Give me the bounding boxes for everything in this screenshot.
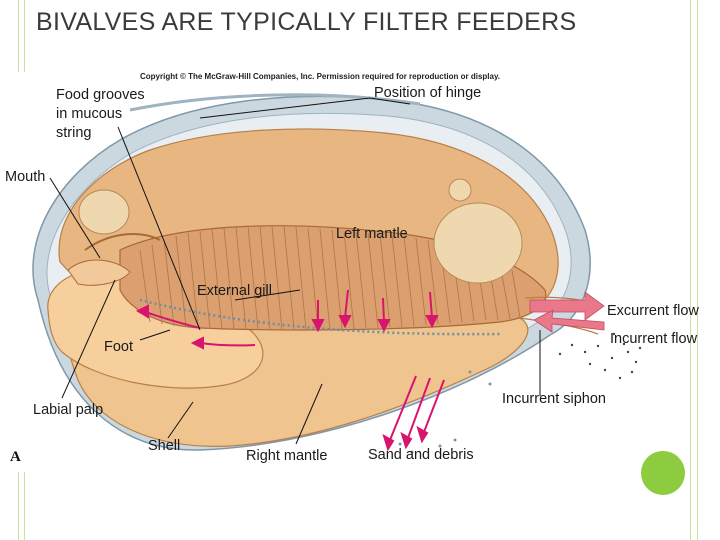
mouth-tube — [84, 233, 161, 251]
label-left-mantle: Left mantle — [336, 226, 408, 242]
label-external-gill: External gill — [197, 283, 272, 299]
label-position-of-hinge: Position of hinge — [374, 85, 482, 101]
labial-palp — [67, 259, 131, 286]
label-foot: Foot — [104, 339, 134, 355]
anterior-muscle-scar — [78, 189, 130, 235]
food-transport-arrows — [135, 304, 256, 350]
label-string: string — [56, 125, 92, 141]
label-sand-and-debris: Sand and debris — [368, 447, 474, 463]
label-labial-palp: Labial palp — [33, 402, 104, 418]
label-mouth: Mouth — [5, 169, 46, 185]
label-excurrent-flow: Excurrent flow — [607, 303, 699, 319]
hinge-band — [129, 93, 421, 112]
particle-dots — [558, 332, 642, 380]
posterior-muscle-scar — [433, 202, 523, 284]
decor-line-right-2 — [697, 0, 698, 540]
incurrent-flow-arrow — [533, 309, 605, 333]
slide-title: BIVALVES ARE TYPICALLY FILTER FEEDERS — [36, 8, 577, 36]
label-food-grooves: Food grooves — [56, 87, 145, 103]
debris-dots — [398, 370, 492, 454]
copyright-notice: Copyright © The McGraw-Hill Companies, I… — [140, 72, 501, 81]
label-shell: Shell — [148, 438, 181, 454]
leader-lines — [49, 97, 541, 445]
figure-letter: A — [10, 449, 21, 465]
label-in-mucous: in mucous — [56, 106, 123, 122]
gill-current-arrows — [311, 289, 439, 333]
label-incurrent-siphon: Incurrent siphon — [502, 391, 606, 407]
small-muscle-scar — [448, 178, 472, 202]
accent-circle — [641, 451, 685, 495]
excurrent-flow-arrow — [529, 291, 605, 321]
debris-arrows — [382, 375, 445, 452]
label-incurrent-flow: Incurrent flow — [610, 331, 698, 347]
label-right-mantle: Right mantle — [246, 448, 328, 464]
decor-line-right-1 — [690, 0, 691, 540]
